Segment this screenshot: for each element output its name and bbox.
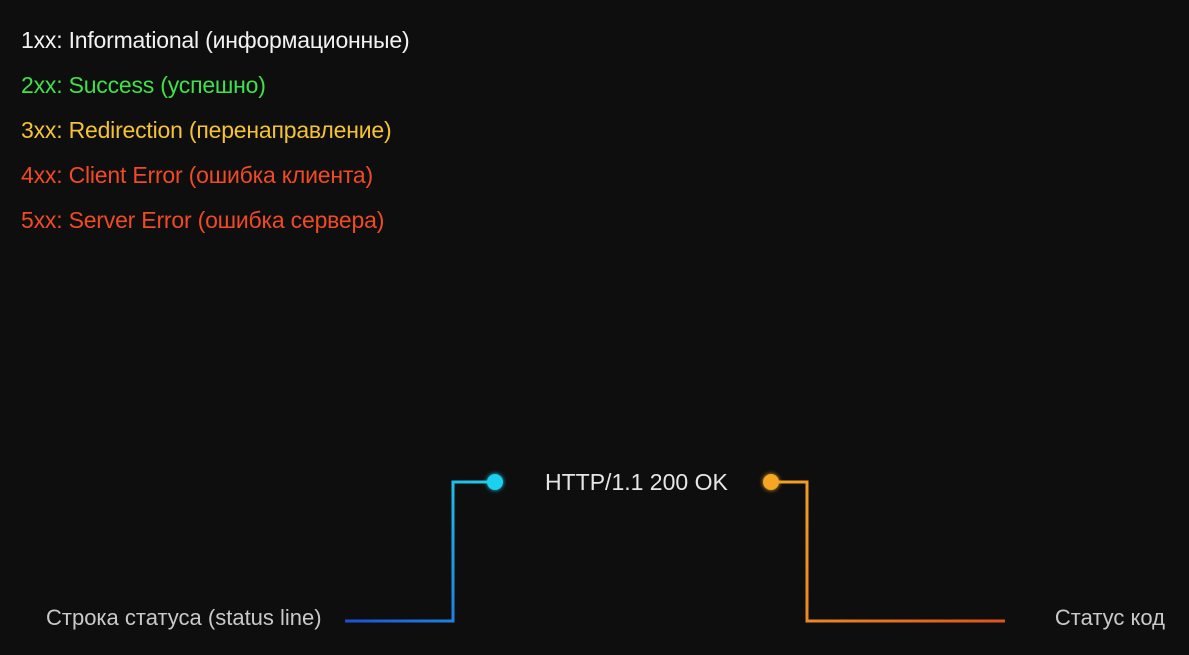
status-class-3xx: 3xx: Redirection (перенаправление) (21, 117, 392, 143)
status-class-4xx: 4xx: Client Error (ошибка клиента) (21, 162, 373, 188)
right-connector-line (771, 480, 1005, 623)
status-class-5xx: 5xx: Server Error (ошибка сервера) (21, 207, 385, 233)
left-connector-line (345, 480, 495, 623)
right-connector-dot (763, 474, 779, 490)
status-class-1xx: 1xx: Informational (информационные) (21, 27, 410, 53)
status-class-2xx: 2xx: Success (успешно) (21, 72, 266, 98)
status-line-caption: Строка статуса (status line) (46, 605, 322, 630)
status-line-text: HTTP/1.1 200 OK (545, 469, 728, 495)
status-code-classes-list: 1xx: Informational (информационные) 2xx:… (21, 18, 410, 243)
status-code-caption: Статус код (1054, 605, 1165, 630)
left-connector-dot (487, 474, 503, 490)
